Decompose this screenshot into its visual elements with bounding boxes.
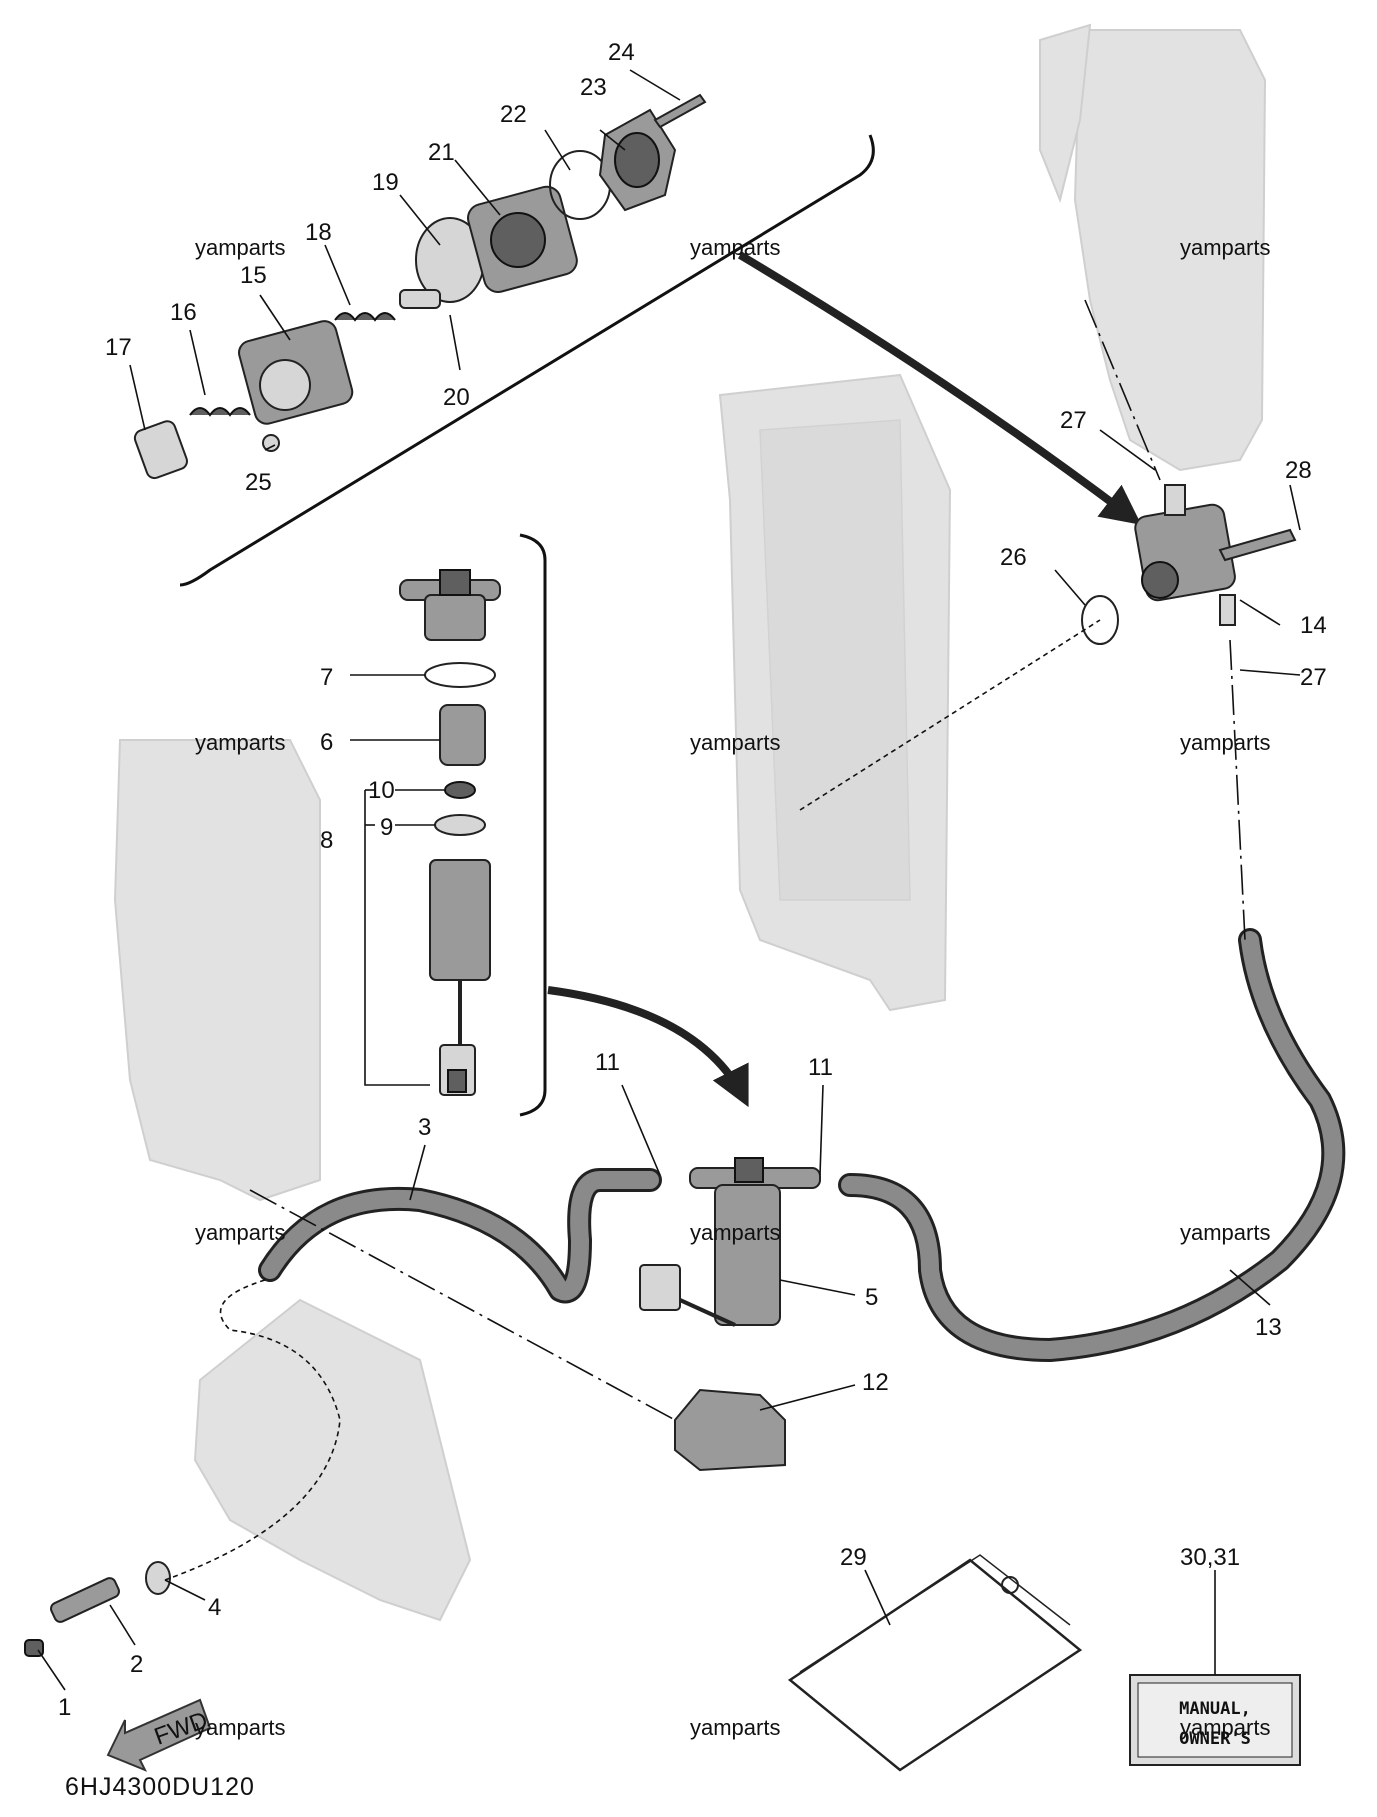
callout-1: 1 [58,1694,71,1721]
callout-23: 23 [580,74,607,101]
callout-24: 24 [608,39,635,66]
engine-ghost-top-right [1039,23,1267,472]
callout-8: 8 [320,827,333,854]
manual-label-line1: MANUAL, [1179,1699,1251,1719]
callout-27-top: 27 [1060,407,1087,434]
callout-15: 15 [240,262,267,289]
fuel-hoses [258,928,1346,1362]
leader-lines [37,69,1301,1691]
watermark: yamparts [1180,1715,1270,1740]
callout-13: 13 [1255,1314,1282,1341]
watermark: yamparts [690,235,780,260]
callout-9: 9 [380,814,393,841]
callout-29: 29 [840,1544,867,1571]
reference-lines [164,299,1246,1581]
callout-16: 16 [170,299,197,326]
callout-5: 5 [865,1284,878,1311]
fuel-filter-assembly [639,1157,821,1327]
callout-labels: 24 23 22 21 19 18 15 16 17 20 25 27 28 2… [58,39,1327,1721]
callout-18: 18 [305,219,332,246]
owners-manual-box: MANUAL, OWNER'S [1129,1674,1301,1766]
callout-7: 7 [320,664,333,691]
group-bracket-top [179,134,875,587]
callout-10: 10 [368,777,395,804]
callout-26: 26 [1000,544,1027,571]
watermark: yamparts [1180,1220,1270,1245]
callout-19: 19 [372,169,399,196]
callout-3: 3 [418,1114,431,1141]
watermark: yamparts [690,1220,780,1245]
watermark: yamparts [195,235,285,260]
callout-2: 2 [130,1651,143,1678]
callout-12: 12 [862,1369,889,1396]
group-bracket-middle [519,533,547,1117]
callout-21: 21 [428,139,455,166]
watermark: yamparts [1180,235,1270,260]
fuel-pump-assembly [1081,484,1297,645]
watermark: yamparts [690,1715,780,1740]
fuel-pump-exploded [133,93,707,480]
engine-ghost-bottom [193,1298,472,1622]
callout-27-bottom: 27 [1300,664,1327,691]
callout-28: 28 [1285,457,1312,484]
callout-6: 6 [320,729,333,756]
callout-11-right: 11 [808,1054,833,1081]
watermark: yamparts [1180,730,1270,755]
callout-14: 14 [1300,612,1327,639]
callout-11-left: 11 [595,1049,620,1076]
watermark: yamparts [195,1220,285,1245]
filter-bracket [674,1388,786,1472]
callout-22: 22 [500,101,527,128]
callout-30-31: 30,31 [1180,1544,1240,1571]
diagram-code: 6HJ4300DU120 [65,1773,255,1801]
watermark: yamparts [690,730,780,755]
engine-ghost-left [113,739,321,1202]
manual-label-line2: OWNER'S [1179,1729,1251,1749]
pouch-part-29 [787,1554,1083,1772]
watermark: yamparts [195,1715,285,1740]
callout-25: 25 [245,469,272,496]
arrow-to-filter [547,986,749,1108]
engine-ghost-center [718,373,952,1012]
callout-4: 4 [208,1594,221,1621]
fitting-parts-bottom-left [24,1561,171,1657]
fuel-filter-exploded [399,569,501,1096]
watermarks: yamparts yamparts yamparts yamparts yamp… [195,235,1270,1740]
callout-20: 20 [443,384,470,411]
watermark: yamparts [195,730,285,755]
arrow-to-pump [737,251,1142,525]
callout-17: 17 [105,334,132,361]
